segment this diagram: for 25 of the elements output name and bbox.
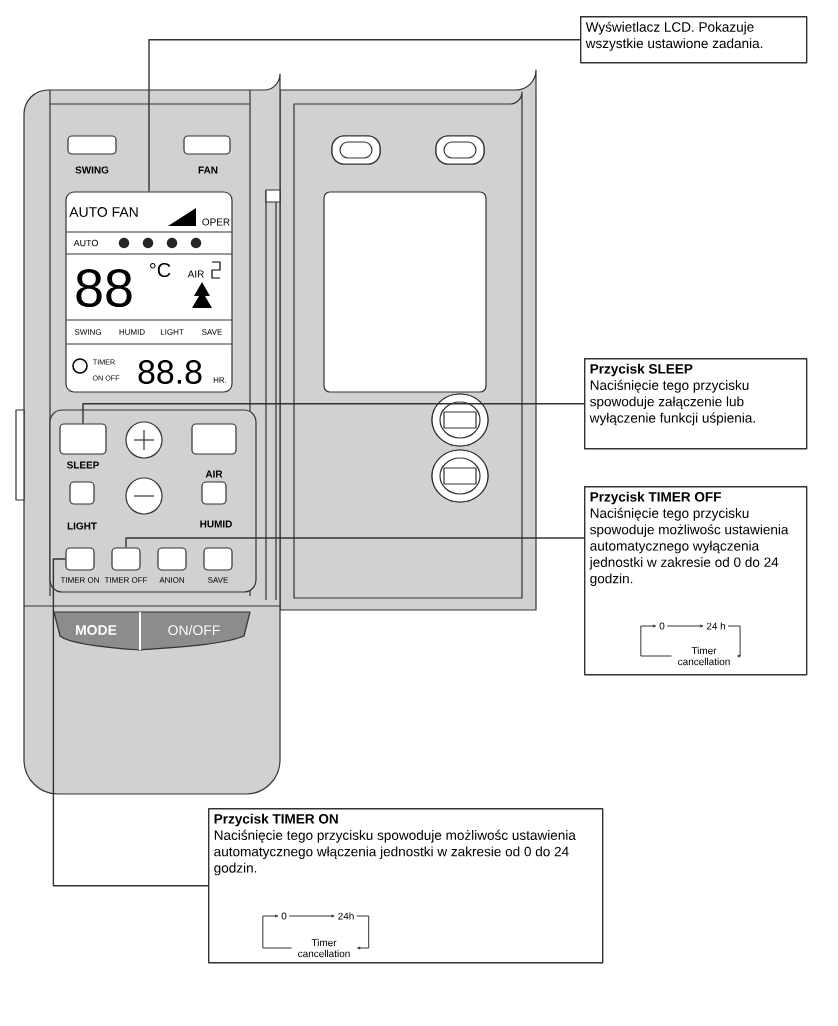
lcd-text: °C (150, 262, 171, 278)
remote-button (157, 547, 187, 571)
remote-button (191, 423, 237, 455)
lcd-display (65, 191, 233, 393)
pill-button (435, 135, 485, 165)
lcd-digits: 88.8 (138, 360, 202, 384)
arrow (356, 915, 370, 950)
remote-button (203, 547, 233, 571)
pill-button (331, 135, 381, 165)
remote-button (67, 135, 117, 155)
leader-line (52, 558, 209, 887)
lcd-digits: 88 (76, 268, 132, 308)
sleep-button (59, 423, 107, 455)
leader-line (148, 39, 581, 193)
remote-button (201, 481, 227, 505)
arrow (666, 624, 704, 628)
leader-line (82, 403, 585, 425)
remote-button (69, 481, 95, 505)
arrow (727, 625, 741, 658)
timer-on-button (65, 547, 95, 571)
arrow (288, 914, 335, 918)
arrow (640, 624, 673, 657)
arrow (262, 914, 293, 949)
timer-off-button (111, 547, 141, 571)
remote-button (183, 135, 231, 155)
